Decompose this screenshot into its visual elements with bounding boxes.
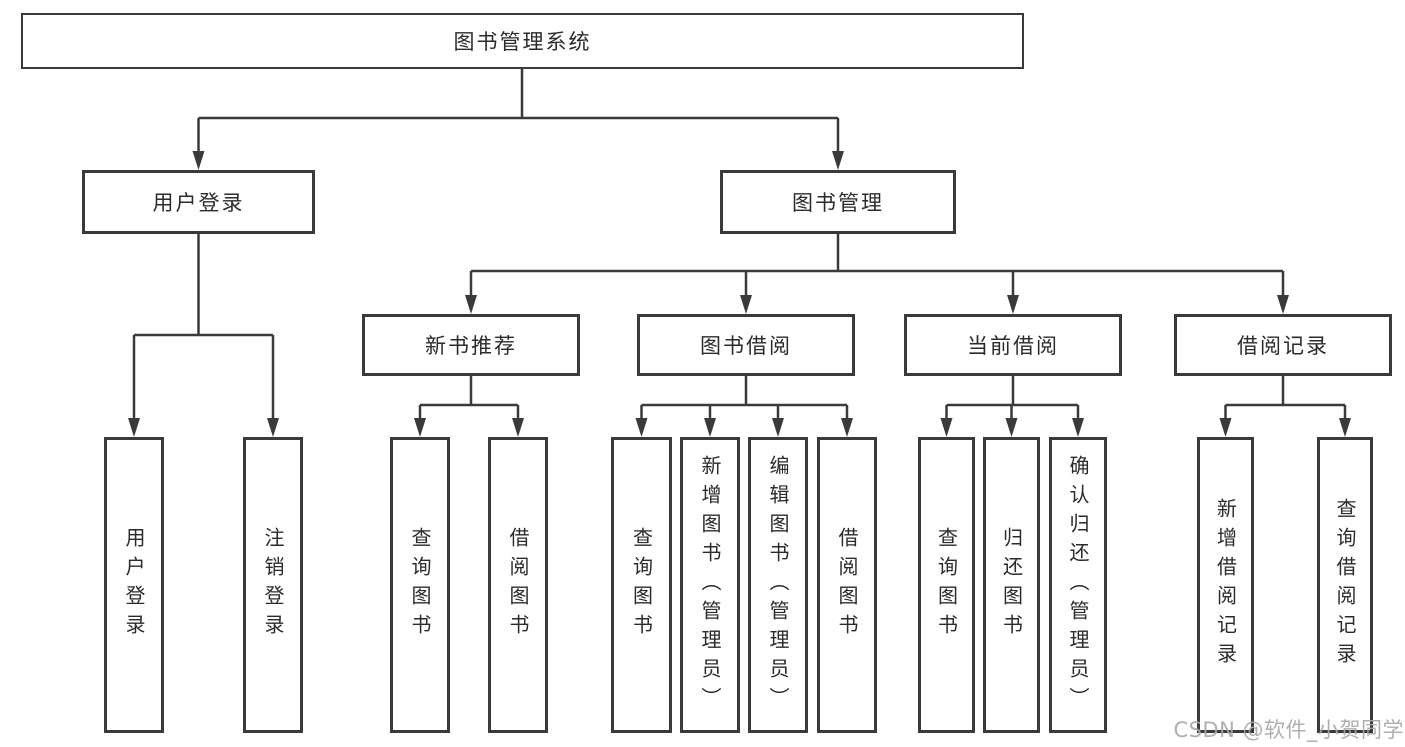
node-label: 新增图书（管理员） [698, 454, 722, 716]
leaf-borrow-books-recommend: 借阅图书 [488, 437, 548, 733]
node-label: 图书借阅 [700, 334, 792, 358]
node-label: 当前借阅 [967, 334, 1059, 358]
watermark: CSDN @软件_小贺同学 [1173, 718, 1404, 742]
leaf-query-books-borrow: 查询图书 [611, 437, 672, 733]
leaf-borrow-books: 借阅图书 [817, 437, 877, 733]
connector-path [132, 69, 1347, 419]
node-label: 确认归还（管理员） [1066, 454, 1090, 716]
node-label: 查询图书 [629, 527, 654, 643]
leaf-edit-book-admin: 编辑图书（管理员） [748, 437, 808, 733]
node-label: 查询图书 [408, 527, 432, 643]
node-label: 用户登录 [152, 191, 245, 215]
node-label: 注销登录 [261, 527, 285, 643]
leaf-logout: 注销登录 [243, 437, 303, 733]
leaf-return-books: 归还图书 [983, 437, 1040, 733]
leaf-user-login: 用户登录 [104, 437, 164, 733]
node-label: 用户登录 [122, 527, 146, 643]
leaf-confirm-return-admin: 确认归还（管理员） [1049, 437, 1107, 733]
node-label: 借阅图书 [835, 527, 859, 643]
node-label: 新书推荐 [425, 334, 517, 358]
leaf-query-books-current: 查询图书 [918, 437, 975, 733]
leaf-query-borrow-record: 查询借阅记录 [1317, 437, 1373, 733]
node-label: 借阅图书 [506, 527, 530, 643]
leaf-add-book-admin: 新增图书（管理员） [680, 437, 740, 733]
node-user-login: 用户登录 [82, 170, 315, 234]
leaf-add-borrow-record: 新增借阅记录 [1197, 437, 1254, 733]
node-new-book-recommend: 新书推荐 [362, 314, 580, 376]
node-label: 编辑图书（管理员） [766, 454, 790, 716]
node-book-management: 图书管理 [720, 170, 956, 234]
node-current-borrowing: 当前借阅 [904, 314, 1122, 376]
node-label: 图书管理 [792, 191, 884, 215]
node-label: 查询借阅记录 [1333, 498, 1357, 672]
node-label: 借阅记录 [1237, 334, 1329, 358]
node-borrowing-records: 借阅记录 [1174, 314, 1392, 376]
node-library-management-system: 图书管理系统 [21, 13, 1024, 69]
node-book-borrowing: 图书借阅 [637, 314, 855, 376]
leaf-query-books-recommend: 查询图书 [390, 437, 450, 733]
node-label: 图书管理系统 [453, 30, 592, 54]
node-label: 归还图书 [999, 527, 1024, 643]
node-label: 新增借阅记录 [1213, 498, 1238, 672]
node-label: 查询图书 [934, 527, 959, 643]
